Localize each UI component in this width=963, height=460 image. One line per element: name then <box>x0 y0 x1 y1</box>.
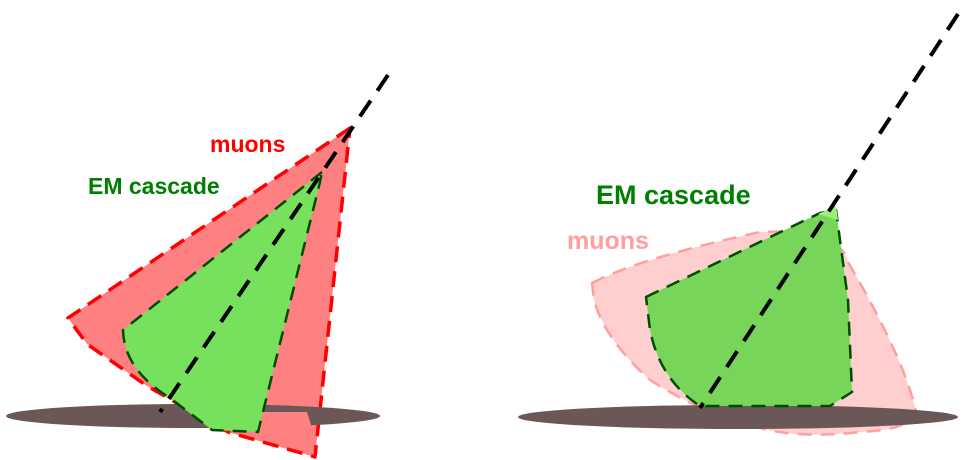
right-em-cascade-label: EM cascade <box>596 180 751 210</box>
left-muons-label: muons <box>210 131 285 157</box>
right-panel: EM cascade muons <box>518 14 958 435</box>
left-panel: muons EM cascade <box>6 75 388 457</box>
right-muons-label: muons <box>567 227 649 255</box>
left-em-cascade-label: EM cascade <box>88 173 220 199</box>
right-ground-ellipse <box>518 405 958 429</box>
